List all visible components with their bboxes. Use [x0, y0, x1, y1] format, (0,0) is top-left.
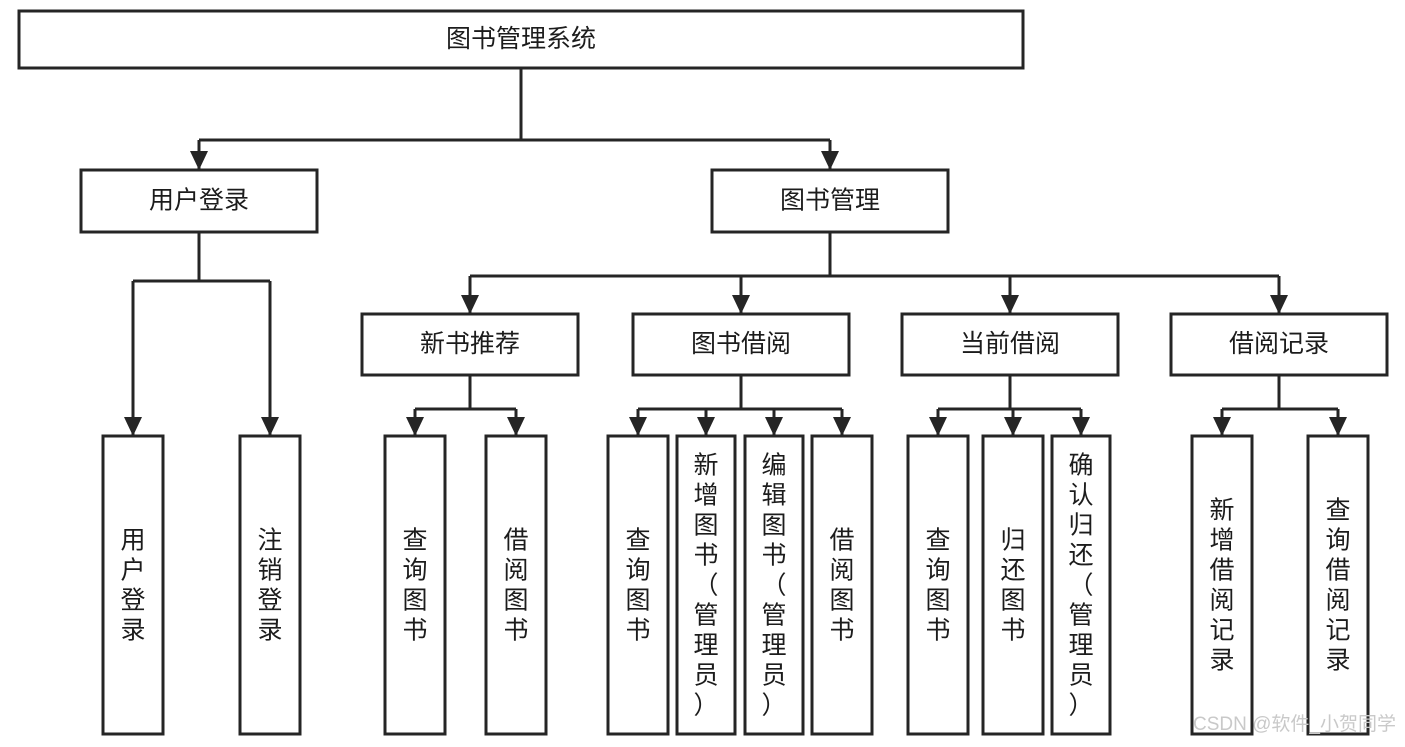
arrow-head	[190, 151, 208, 170]
arrow-head	[732, 295, 750, 314]
connector-group-new-book-recommend	[406, 375, 525, 436]
node-label: 用户登录	[149, 187, 249, 215]
arrow-head	[1001, 295, 1019, 314]
node-box[interactable]	[675, 434, 737, 736]
node-box[interactable]	[810, 434, 874, 736]
node-leaf-borrow-book-recommend[interactable]: 借阅图书	[484, 434, 548, 736]
node-box[interactable]	[1306, 434, 1370, 736]
arrow-head	[124, 417, 142, 436]
node-book-management[interactable]: 图书管理	[710, 168, 950, 234]
node-label: 查询图书	[625, 526, 650, 644]
node-box[interactable]	[17, 9, 1025, 70]
node-label: 归还图书	[1000, 526, 1025, 644]
nodes-layer: 图书管理系统用户登录图书管理新书推荐图书借阅当前借阅借阅记录用户登录注销登录查询…	[17, 9, 1389, 736]
node-label: 借阅记录	[1229, 330, 1329, 358]
node-label: 图书管理系统	[446, 25, 596, 53]
node-label: 图书借阅	[691, 330, 791, 358]
arrow-head	[821, 151, 839, 170]
node-box[interactable]	[606, 434, 670, 736]
arrow-head	[507, 417, 525, 436]
node-leaf-query-borrow-record[interactable]: 查询借阅记录	[1306, 434, 1370, 736]
node-label: 注销登录	[257, 526, 282, 644]
arrow-head	[461, 295, 479, 314]
node-box[interactable]	[906, 434, 970, 736]
connector-group-root	[190, 68, 839, 170]
connector-group-user-login	[124, 232, 279, 436]
node-leaf-user-logout[interactable]: 注销登录	[238, 434, 302, 736]
node-label: 查询图书	[925, 526, 950, 644]
arrow-head	[697, 417, 715, 436]
node-borrow-record[interactable]: 借阅记录	[1169, 312, 1389, 377]
node-box[interactable]	[1169, 312, 1389, 377]
arrow-head	[261, 417, 279, 436]
node-box[interactable]	[79, 168, 319, 234]
node-box[interactable]	[981, 434, 1045, 736]
node-label: 新书推荐	[420, 330, 520, 358]
node-new-book-recommend[interactable]: 新书推荐	[360, 312, 580, 377]
node-leaf-query-book-borrow[interactable]: 查询图书	[606, 434, 670, 736]
node-label: 查询借阅记录	[1325, 496, 1350, 674]
node-box[interactable]	[1050, 434, 1112, 736]
arrow-head	[1004, 417, 1022, 436]
node-box[interactable]	[383, 434, 447, 736]
connectors-layer	[124, 68, 1347, 436]
node-book-borrow[interactable]: 图书借阅	[631, 312, 851, 377]
node-label: 编辑图书（管理员）	[761, 451, 786, 719]
arrow-head	[833, 417, 851, 436]
node-box[interactable]	[360, 312, 580, 377]
node-box[interactable]	[238, 434, 302, 736]
node-leaf-return-book[interactable]: 归还图书	[981, 434, 1045, 736]
node-box[interactable]	[900, 312, 1120, 377]
node-box[interactable]	[484, 434, 548, 736]
arrow-head	[1213, 417, 1231, 436]
node-label: 借阅图书	[829, 526, 854, 644]
node-box[interactable]	[743, 434, 805, 736]
node-label: 确认归还（管理员）	[1068, 451, 1093, 719]
connector-group-book-management	[461, 232, 1288, 314]
node-leaf-add-borrow-record[interactable]: 新增借阅记录	[1190, 434, 1254, 736]
node-current-borrow[interactable]: 当前借阅	[900, 312, 1120, 377]
arrow-head	[1270, 295, 1288, 314]
arrow-head	[629, 417, 647, 436]
node-leaf-user-login[interactable]: 用户登录	[101, 434, 165, 736]
arrow-head	[765, 417, 783, 436]
connector-group-book-borrow	[629, 375, 851, 436]
arrow-head	[406, 417, 424, 436]
connector-group-borrow-record	[1213, 375, 1347, 436]
node-box[interactable]	[710, 168, 950, 234]
node-leaf-query-book-recommend[interactable]: 查询图书	[383, 434, 447, 736]
connector-group-current-borrow	[929, 375, 1090, 436]
node-leaf-borrow-book[interactable]: 借阅图书	[810, 434, 874, 736]
node-label: 查询图书	[402, 526, 427, 644]
arrow-head	[1072, 417, 1090, 436]
csdn-watermark: CSDN @软件_小贺同学	[1193, 713, 1396, 735]
node-leaf-confirm-return-admin[interactable]: 确认归还（管理员）	[1050, 434, 1112, 736]
node-label: 新增图书（管理员）	[693, 451, 718, 719]
node-label: 用户登录	[120, 526, 145, 644]
arrow-head	[1329, 417, 1347, 436]
node-label: 新增借阅记录	[1209, 496, 1234, 674]
node-leaf-edit-book-admin[interactable]: 编辑图书（管理员）	[743, 434, 805, 736]
node-box[interactable]	[1190, 434, 1254, 736]
node-label: 借阅图书	[503, 526, 528, 644]
node-leaf-query-book-current[interactable]: 查询图书	[906, 434, 970, 736]
node-label: 图书管理	[780, 187, 880, 215]
node-leaf-add-book-admin[interactable]: 新增图书（管理员）	[675, 434, 737, 736]
node-label: 当前借阅	[960, 330, 1060, 358]
node-user-login[interactable]: 用户登录	[79, 168, 319, 234]
node-root[interactable]: 图书管理系统	[17, 9, 1025, 70]
arrow-head	[929, 417, 947, 436]
node-box[interactable]	[631, 312, 851, 377]
node-box[interactable]	[101, 434, 165, 736]
